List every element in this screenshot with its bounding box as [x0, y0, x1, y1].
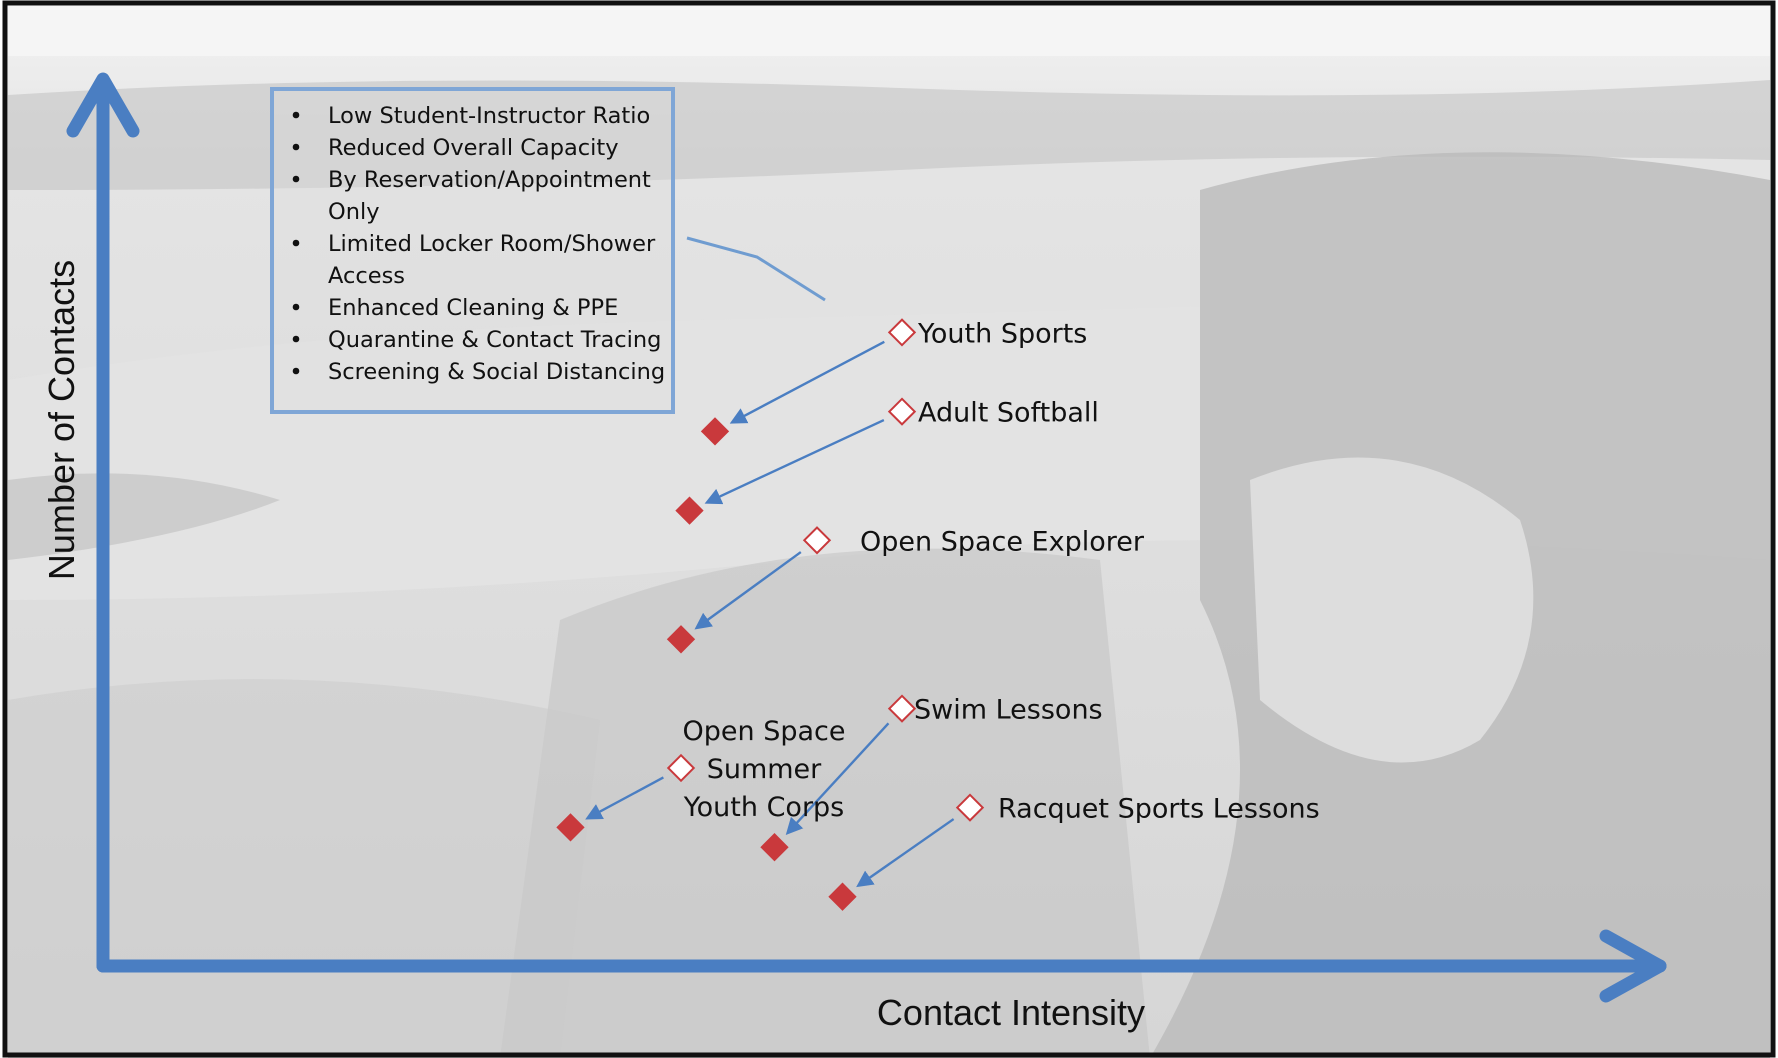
mitigation-item: Low Student-Instructor Ratio: [328, 103, 650, 129]
bullet-dot: [292, 367, 300, 375]
label-line: Adult Softball: [918, 398, 1099, 429]
shift-arrow-open-space-summer-youth-corps: [585, 776, 664, 820]
bullet-dot: [292, 111, 300, 119]
mitigation-callout-line: [686, 236, 826, 302]
bullet-dot: [292, 143, 300, 151]
label-line: Summer: [707, 754, 822, 785]
label-line: Youth Corps: [683, 792, 845, 823]
shift-arrow-racquet-sports-lessons: [856, 818, 955, 888]
point-label-youth-sports: Youth Sports: [917, 318, 1087, 349]
shift-arrow-swim-lessons: [785, 722, 890, 835]
y-axis-title: Number of Contacts: [41, 260, 82, 580]
bullet-dot: [292, 303, 300, 311]
before-marker-open-space-summer-youth-corps: [666, 753, 696, 783]
arrows-layer: [585, 340, 955, 888]
point-label-swim-lessons: Swim Lessons: [914, 695, 1103, 726]
after-marker-open-space-explorer: [666, 625, 696, 654]
after-marker-open-space-summer-youth-corps: [556, 813, 585, 842]
shift-arrow-open-space-explorer: [694, 551, 802, 630]
before-marker-swim-lessons: [887, 694, 917, 723]
marks-layer: [556, 318, 985, 911]
point-label-adult-softball: Adult Softball: [918, 398, 1099, 429]
label-line: Swim Lessons: [914, 695, 1103, 726]
mitigation-box-frame: [270, 87, 675, 414]
before-marker-open-space-explorer: [802, 526, 832, 555]
mitigation-item: Screening & Social Distancing: [328, 359, 665, 385]
shift-arrow-adult-softball: [704, 418, 885, 505]
bullet-dot: [292, 335, 300, 343]
x-axis-arrowhead: [1599, 929, 1667, 1003]
after-marker-racquet-sports-lessons: [828, 882, 857, 911]
label-line: Racquet Sports Lessons: [998, 794, 1320, 825]
before-marker-youth-sports: [887, 318, 917, 347]
before-marker-adult-softball: [887, 397, 917, 426]
mitigation-item: Quarantine & Contact Tracing: [328, 327, 661, 353]
y-axis-arrowhead: [66, 72, 140, 138]
after-marker-adult-softball: [675, 496, 704, 525]
before-marker-racquet-sports-lessons: [955, 793, 985, 822]
point-label-racquet-sports-lessons: Racquet Sports Lessons: [998, 794, 1320, 825]
axes: [66, 72, 1667, 1003]
x-axis-title: Contact Intensity: [877, 992, 1145, 1033]
point-label-open-space-explorer: Open Space Explorer: [860, 526, 1145, 557]
label-line: Open Space Explorer: [860, 526, 1145, 557]
label-line: Open Space: [683, 716, 846, 747]
background-photo: [8, 6, 1770, 1058]
label-line: Youth Sports: [917, 318, 1087, 349]
shift-arrow-youth-sports: [729, 340, 885, 424]
after-marker-youth-sports: [700, 417, 730, 446]
mitigation-item: Reduced Overall Capacity: [328, 135, 619, 161]
mitigation-item: Enhanced Cleaning & PPE: [328, 295, 618, 321]
bullet-dot: [292, 239, 300, 247]
after-marker-swim-lessons: [760, 833, 789, 862]
bullet-dot: [292, 175, 300, 183]
